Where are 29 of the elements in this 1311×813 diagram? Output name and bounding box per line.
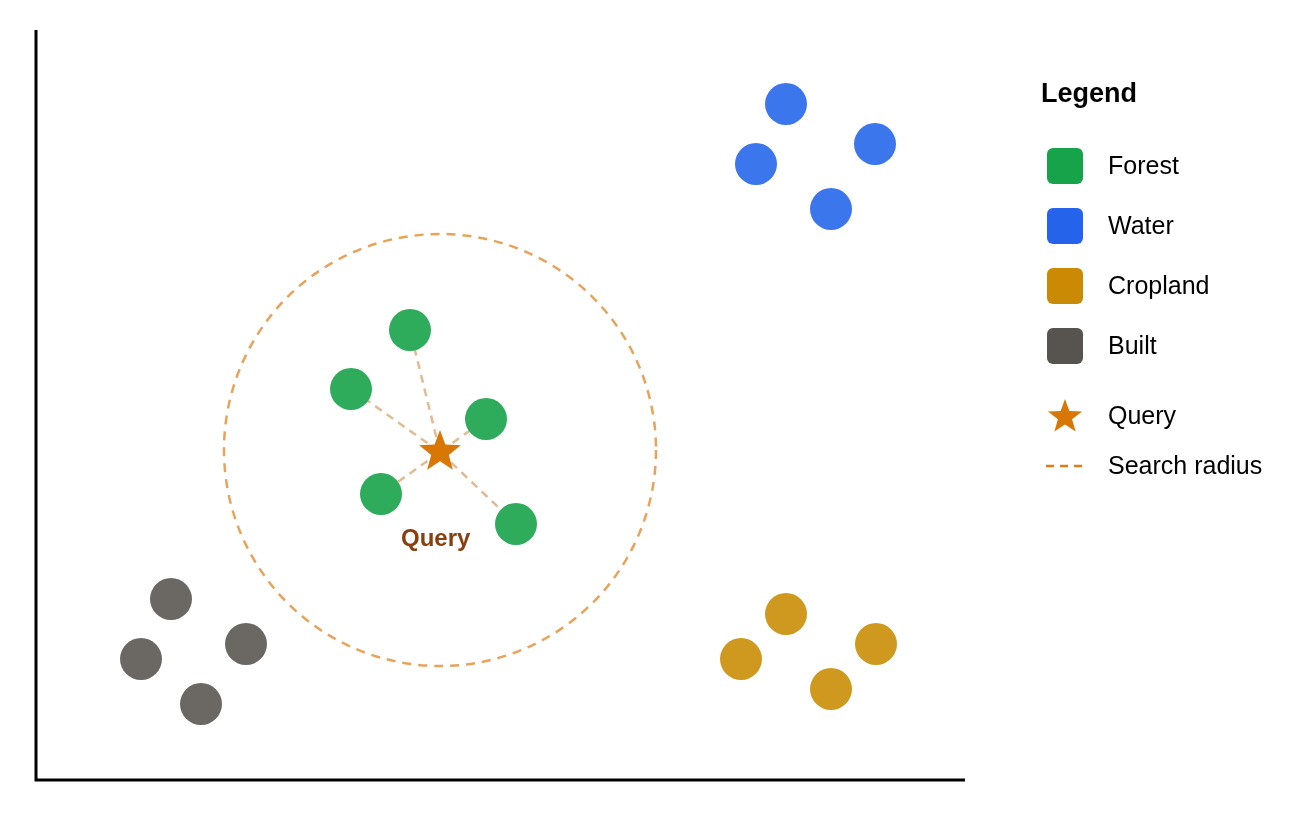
data-point — [225, 623, 267, 665]
data-point — [855, 623, 897, 665]
legend-label: Query — [1108, 401, 1177, 430]
legend-label: Cropland — [1108, 271, 1210, 300]
data-point — [389, 309, 431, 351]
data-point — [854, 123, 896, 165]
data-point — [465, 398, 507, 440]
legend-label: Forest — [1108, 151, 1179, 180]
connector-line — [413, 350, 438, 438]
data-point — [810, 188, 852, 230]
data-point — [360, 473, 402, 515]
data-point — [720, 638, 762, 680]
data-point — [150, 578, 192, 620]
data-point — [180, 683, 222, 725]
data-point — [330, 368, 372, 410]
query-label: Query — [401, 524, 471, 552]
legend-label: Search radius — [1108, 451, 1263, 480]
data-point — [765, 593, 807, 635]
data-point — [495, 503, 537, 545]
data-point — [735, 143, 777, 185]
connector-line — [451, 430, 470, 444]
data-point — [765, 83, 807, 125]
connector-line — [397, 459, 429, 483]
connector-line — [367, 400, 429, 445]
data-point — [810, 668, 852, 710]
legend-label: Water — [1108, 211, 1174, 240]
legend-label: Built — [1108, 331, 1157, 360]
legend-title: Legend — [1041, 78, 1137, 109]
data-point — [120, 638, 162, 680]
